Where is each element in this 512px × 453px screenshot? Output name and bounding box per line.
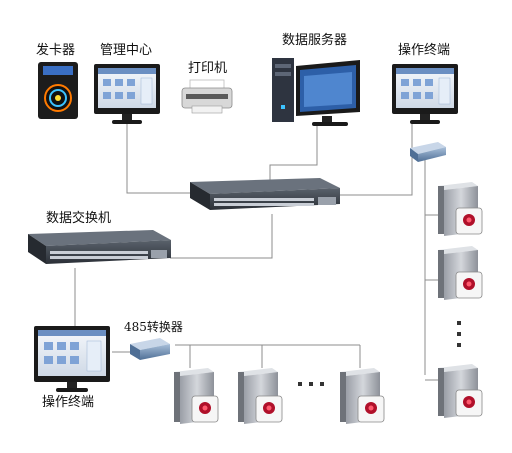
converter-485-label: 485转换器 xyxy=(124,320,183,334)
access-terminal-bottom-1 xyxy=(174,368,219,424)
data-switch-label: 数据交换机 xyxy=(46,211,112,226)
link-switch-to-lower-switch xyxy=(170,214,273,259)
access-terminal-bottom-3 xyxy=(340,368,385,424)
access-terminal-right-1 xyxy=(438,182,483,236)
card-issuer-device xyxy=(38,62,78,119)
access-terminal-right-2 xyxy=(438,246,483,300)
management-center-monitor xyxy=(94,64,160,124)
access-terminal-right-3 xyxy=(438,364,483,418)
ellipsis-dots-vertical xyxy=(457,321,461,347)
top-converter-device xyxy=(410,142,446,162)
data-switch-device xyxy=(28,230,171,264)
operation-terminal-bottom-label: 操作终端 xyxy=(42,395,95,410)
bottom-operation-terminal-monitor xyxy=(34,326,110,392)
printer-device xyxy=(181,79,233,114)
access-terminal-bottom-2 xyxy=(238,368,283,424)
data-server-label: 数据服务器 xyxy=(282,33,348,48)
management-center-label: 管理中心 xyxy=(100,43,153,58)
core-switch-device xyxy=(190,178,340,210)
link-server-to-switch xyxy=(269,124,318,180)
bottom-converter-device xyxy=(130,338,170,360)
link-mgmt-to-switch xyxy=(126,124,205,194)
data-switch-ports xyxy=(50,250,167,259)
ellipsis-dots-horizontal xyxy=(298,382,324,386)
link-top-terminal-to-switch xyxy=(325,124,413,196)
core-switch-ports xyxy=(214,197,336,206)
operation-terminal-top-label: 操作终端 xyxy=(398,43,451,58)
printer-label: 打印机 xyxy=(188,61,228,76)
data-server-device xyxy=(272,58,360,126)
card-issuer-label: 发卡器 xyxy=(36,43,76,58)
top-operation-terminal-monitor xyxy=(392,64,458,124)
